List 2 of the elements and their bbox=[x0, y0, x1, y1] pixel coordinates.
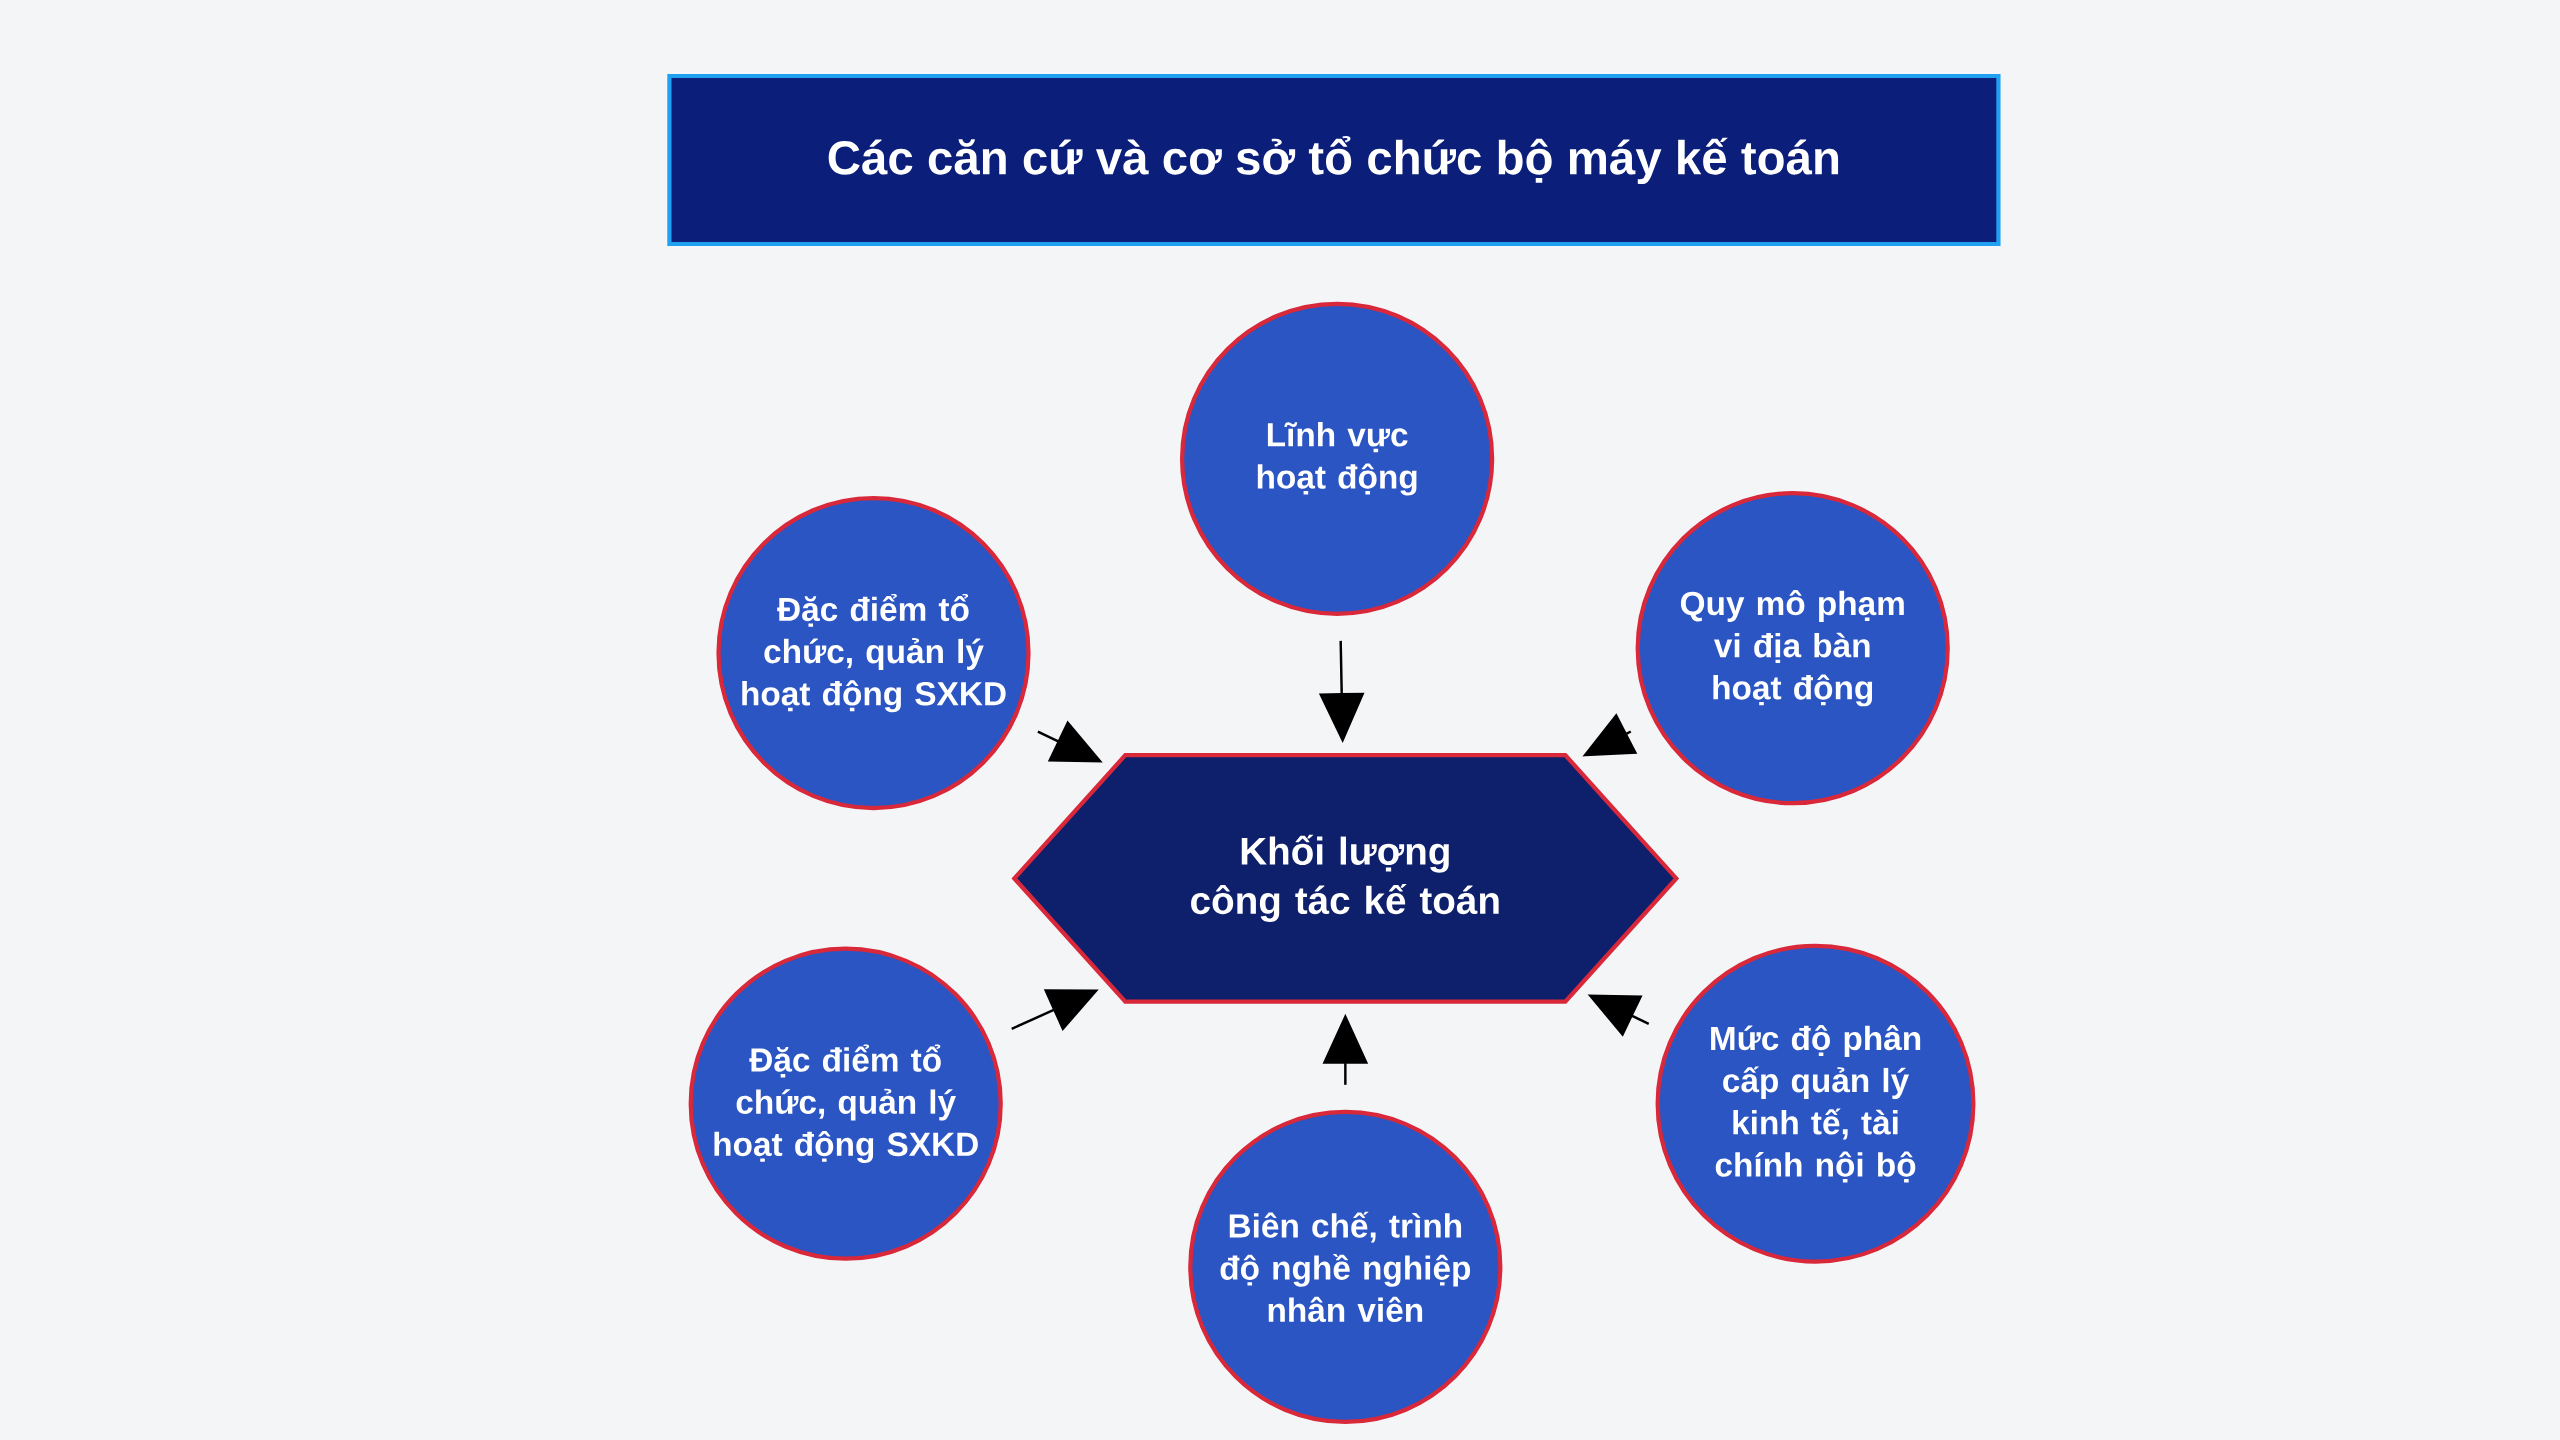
title-banner: Các căn cứ và cơ sở tổ chức bộ máy kế toán bbox=[667, 73, 2001, 247]
hexagon: Khối lượng công tác kế toán bbox=[1011, 753, 1680, 1004]
